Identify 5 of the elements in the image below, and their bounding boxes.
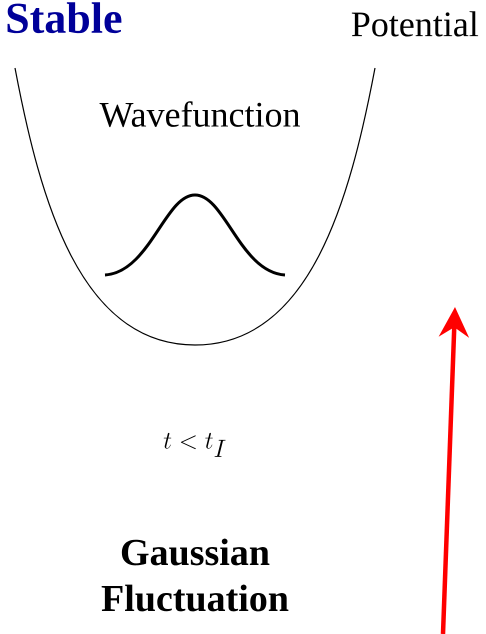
curve-label: Wavefunction bbox=[100, 101, 300, 128]
caption-text: Gaussian Fluctuation bbox=[102, 538, 288, 612]
title: Stable bbox=[8, 2, 122, 34]
formula: $t < t_I$ bbox=[164, 432, 226, 457]
curve-label: Potential bbox=[352, 11, 478, 37]
